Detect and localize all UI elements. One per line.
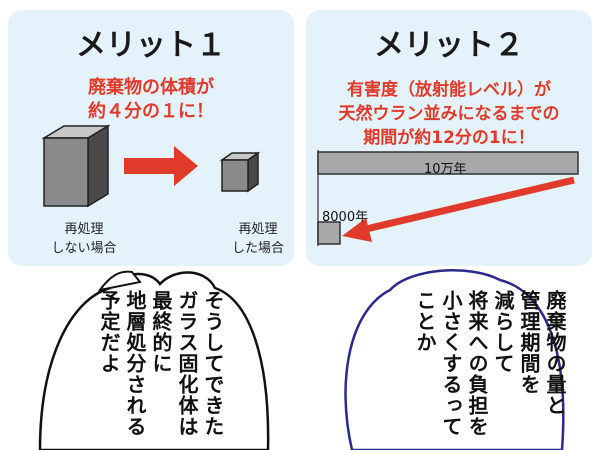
reduction-arrow-icon [124,146,198,186]
merit2-illustration [317,150,579,246]
merit1-headline-line1: 廃棄物の体積が [88,77,214,98]
long-period-bar [317,151,579,175]
merit2-headline-line1: 有害度（放射能レベル）が [347,80,551,100]
merit1-illustration [41,124,261,208]
short-period-bar [317,221,341,245]
large-cube-icon [41,124,111,208]
merit2-headline-line3: 期間が約12分の1に！ [363,128,535,148]
merit2-panel: メリット２ 有害度（放射能レベル）が 天然ウラン並みになるまでの 期間が約12分… [306,10,592,266]
with-reprocessing-label: 再処理 した場合 [231,222,284,256]
left-bubble-text: そうしてできた ガラス固化体は 最終的に 地層処分される 予定だよ [97,290,225,437]
shortening-arrow-icon [342,176,575,242]
right-bubble-text: 廃棄物の量と 管理期間を 減らして 将来への負担を 小さくするって ことか [413,290,567,437]
merit2-headline-line2: 天然ウラン並みになるまでの [338,104,560,124]
short-bar-label: 8000年 [322,210,369,225]
merit1-title: メリット１ [76,28,226,63]
small-cube-icon [219,151,261,193]
merit2-title: メリット２ [374,28,524,63]
without-reprocessing-label: 再処理 しない場合 [51,222,117,256]
right-speech-bubble [344,269,565,450]
left-speech-bubble [38,270,270,450]
long-bar-label: 10万年 [424,162,467,177]
merit1-panel: メリット１ 廃棄物の体積が 約４分の１に！ 再処理 しな [8,10,294,266]
merit1-headline-line2: 約４分の１に！ [88,101,214,122]
